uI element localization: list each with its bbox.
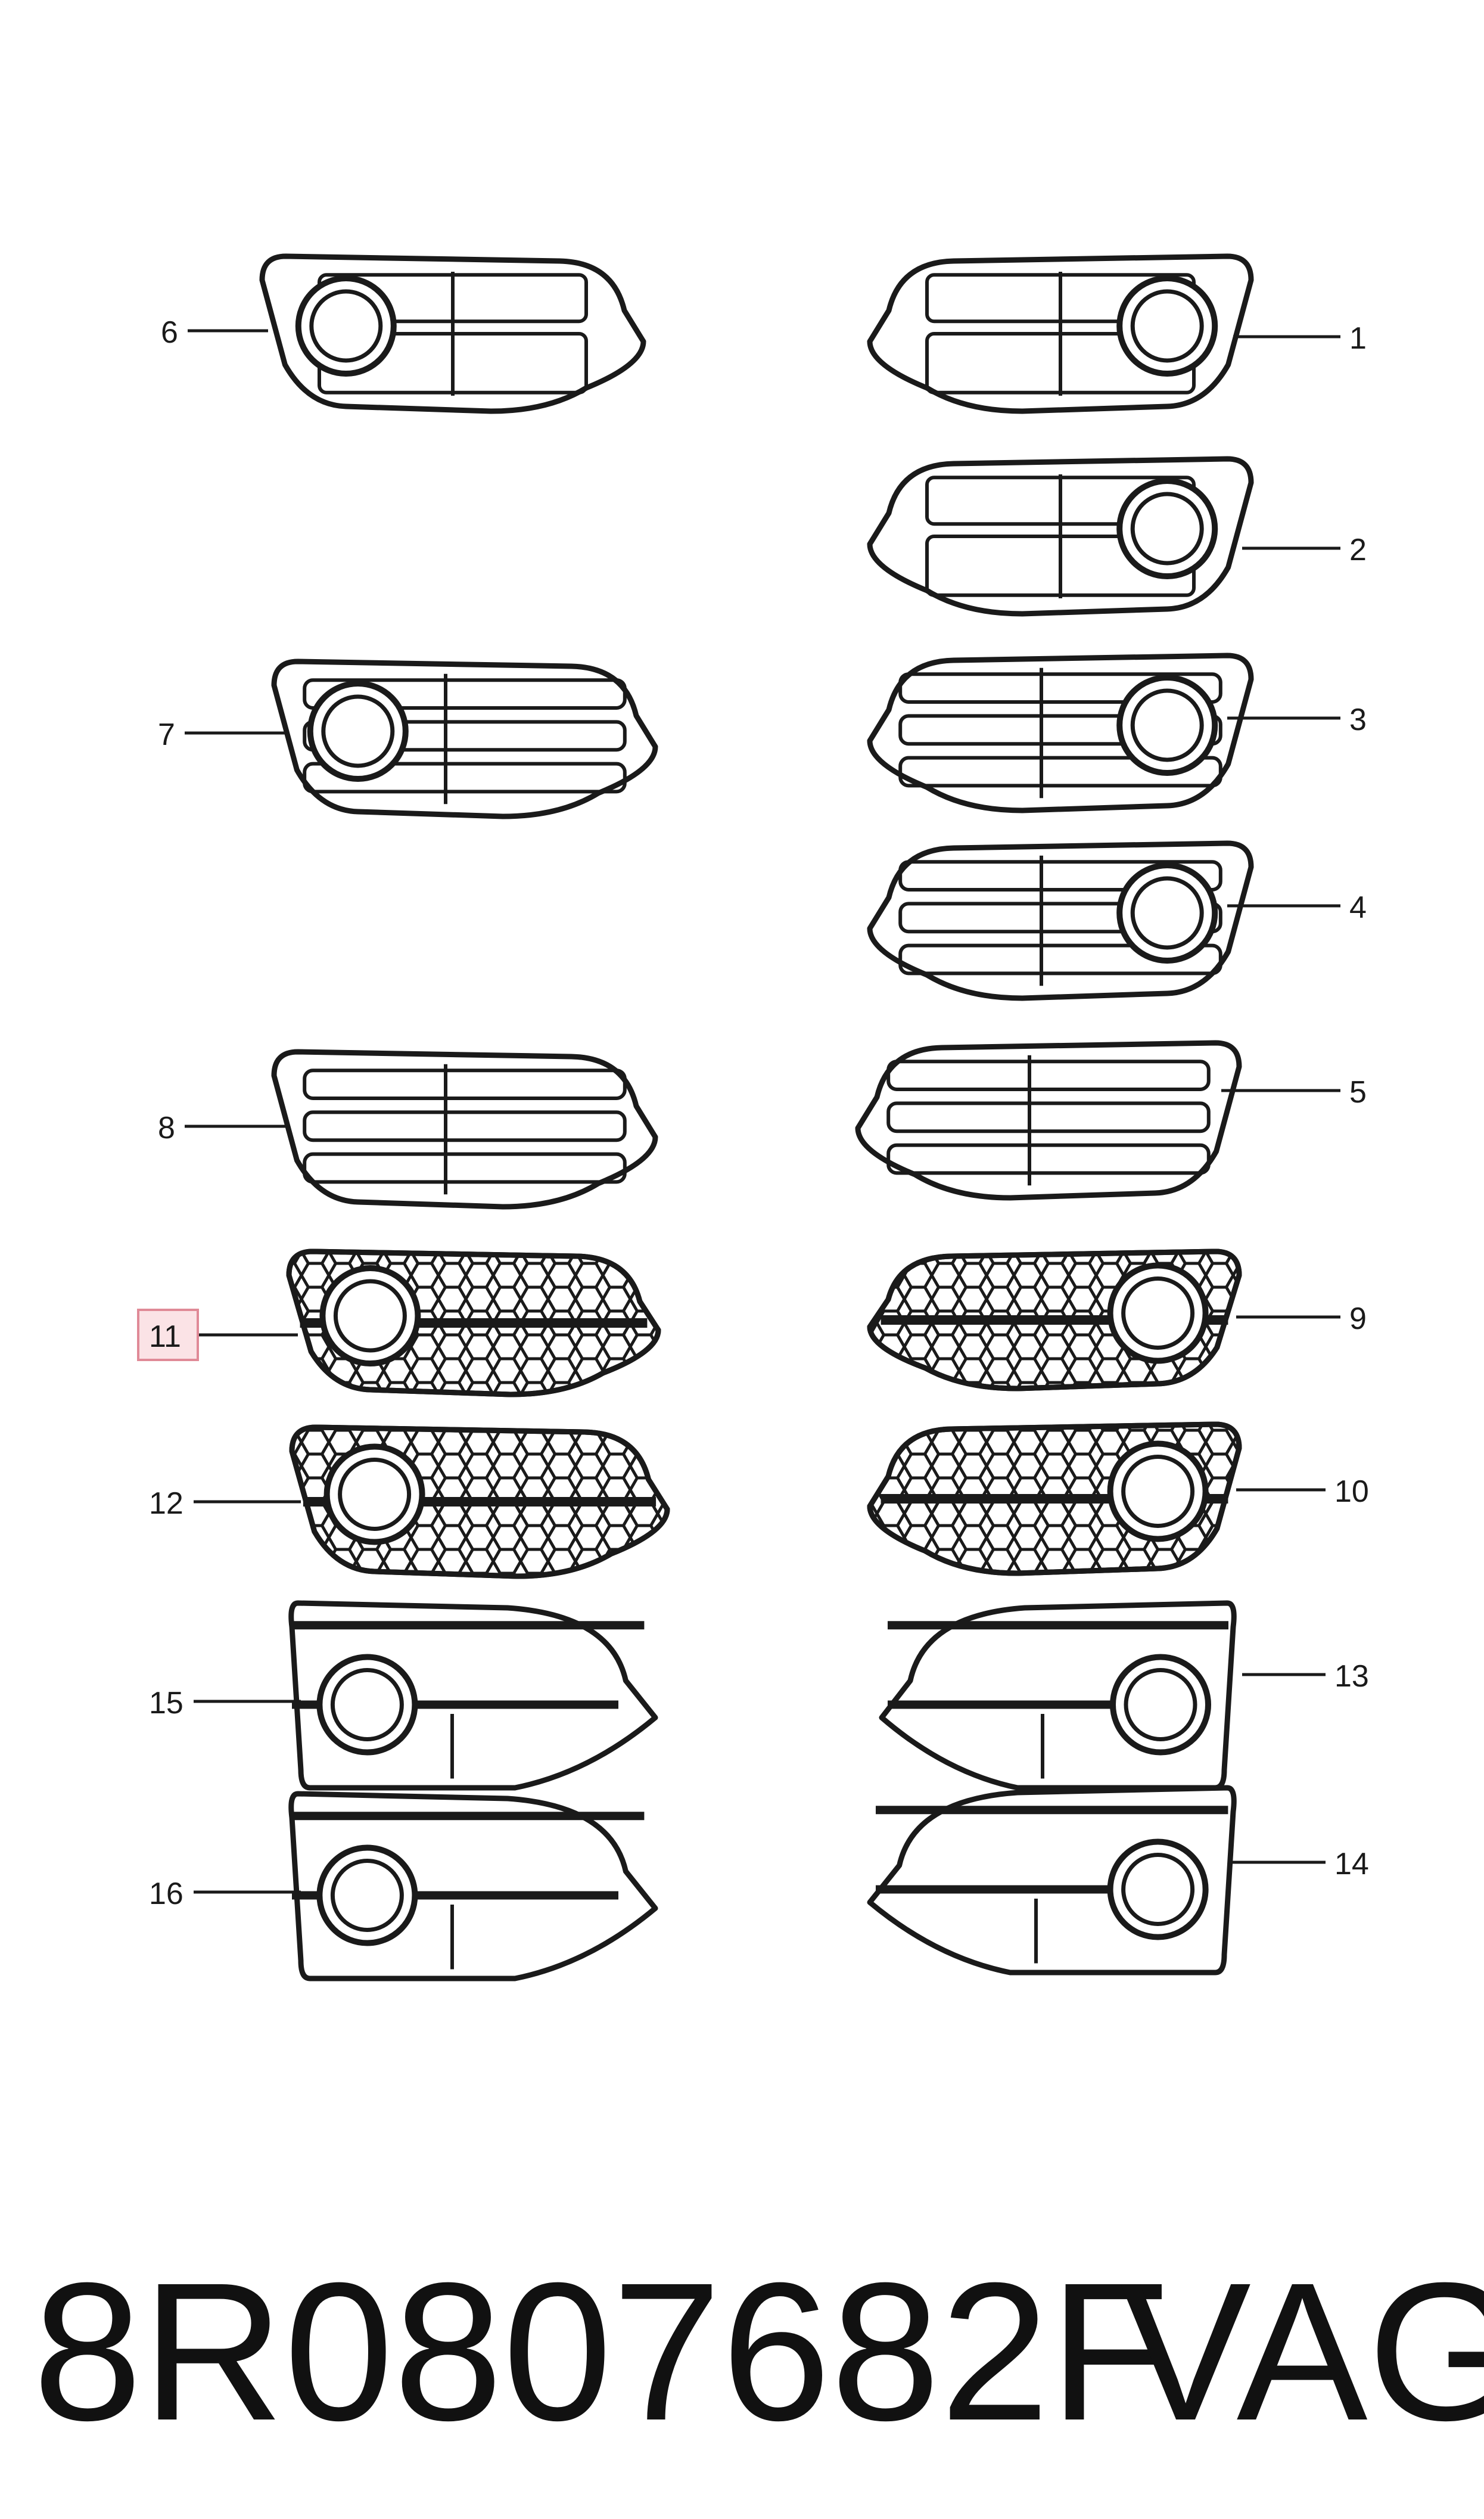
slat [898,943,1222,976]
slat [303,1110,627,1142]
grille-part-2 [867,456,1254,617]
callout-label-15[interactable]: 15 [149,1686,183,1720]
slat [898,672,1222,704]
callout-label-11[interactable]: 11 [149,1319,181,1354]
grille-part-12 [289,1424,670,1579]
callout-label-3[interactable]: 3 [1349,703,1367,737]
part-outline [271,1049,658,1210]
slat [898,902,1222,934]
fog-lamp-opening [1121,1853,1195,1926]
slat [886,1101,1211,1133]
callout-label-7[interactable]: 7 [158,718,175,752]
grille-part-6 [259,253,646,414]
fog-lamp-opening [330,1668,404,1741]
slat [303,678,627,710]
fog-lamp-opening [309,289,383,363]
slat [886,1060,1211,1091]
fog-lamp-opening [1130,688,1204,762]
parts-group [259,253,1254,1981]
fog-lamp-opening [330,1859,404,1932]
slat [303,1152,627,1184]
callout-highlight-box [137,1309,199,1361]
grille-part-14 [867,1785,1237,1976]
part-number-text: 8R0807682F [33,2241,1169,2461]
slat [898,756,1222,788]
grille-part-7 [271,659,658,819]
fog-lamp-opening [1130,289,1204,363]
slat [303,720,627,752]
grille-part-5 [855,1040,1242,1201]
callout-label-1[interactable]: 1 [1349,321,1367,356]
fog-lamp-opening [333,1279,407,1353]
callout-label-5[interactable]: 5 [1349,1075,1367,1110]
callout-label-14[interactable]: 14 [1334,1847,1369,1881]
grille-part-9 [867,1248,1242,1391]
grille-part-4 [867,840,1254,1001]
grille-part-8 [271,1049,658,1210]
grille-part-3 [867,653,1254,813]
fog-lamp-opening [1124,1668,1197,1741]
grille-part-15 [288,1600,658,1791]
callout-label-9[interactable]: 9 [1349,1302,1367,1336]
slat [886,1143,1211,1175]
callout-label-4[interactable]: 4 [1349,890,1367,925]
fog-lamp-opening [1121,1276,1195,1350]
callout-label-10[interactable]: 10 [1334,1474,1369,1509]
fog-lamp-opening [1130,876,1204,950]
callout-label-8[interactable]: 8 [158,1111,175,1145]
callout-label-12[interactable]: 12 [149,1486,183,1521]
callout-label-16[interactable]: 16 [149,1877,183,1911]
manufacturer-text: VAG [1120,2241,1484,2461]
grille-part-11 [286,1248,661,1397]
callout-label-6[interactable]: 6 [161,315,178,350]
slat [303,1069,627,1100]
fog-lamp-opening [1130,492,1204,566]
slat [898,714,1222,746]
grille-part-1 [867,253,1254,414]
callout-label-2[interactable]: 2 [1349,533,1367,567]
slat [898,860,1222,892]
fog-lamp-opening [338,1458,412,1531]
fog-lamp-opening [1121,1455,1195,1528]
leader-lines [185,329,1340,1894]
grille-part-13 [879,1600,1237,1791]
slat [303,762,627,794]
grille-part-10 [867,1421,1242,1576]
callout-label-13[interactable]: 13 [1334,1659,1369,1694]
fog-lamp-opening [321,694,395,768]
part-outline [855,1040,1242,1201]
grille-part-16 [288,1791,658,1981]
